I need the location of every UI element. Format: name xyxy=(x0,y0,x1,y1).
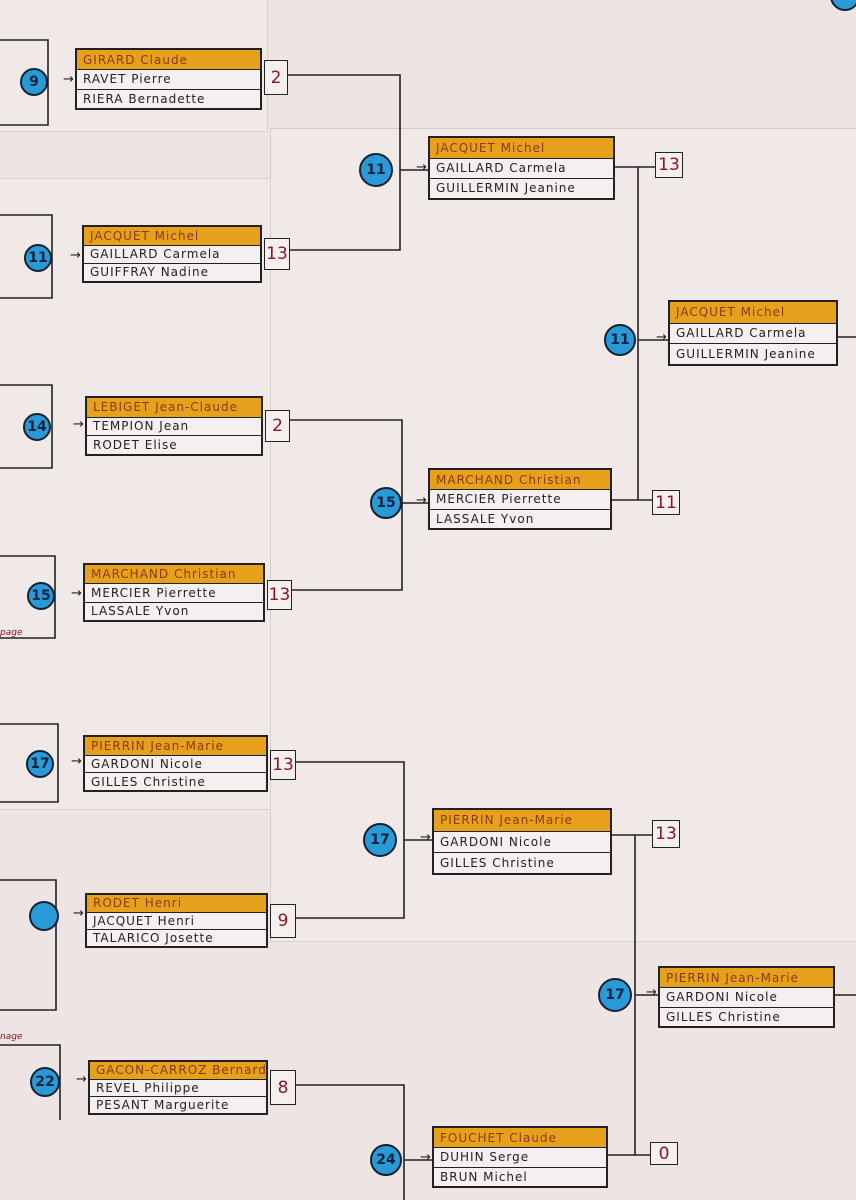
seed-circle: 22 xyxy=(30,1067,60,1097)
team-player: GARDONI Nicole xyxy=(434,830,610,852)
arrow-icon: → xyxy=(656,330,667,345)
match-score: 0 xyxy=(650,1142,678,1165)
arrow-icon: → xyxy=(76,1072,87,1087)
paper-sheet xyxy=(270,128,856,942)
team-player: GUILLERMIN Jeanine xyxy=(670,343,836,364)
arrow-icon: → xyxy=(63,72,74,87)
team-player: DUHIN Serge xyxy=(434,1147,606,1166)
team-captain: GACON-CARROZ Bernard xyxy=(90,1062,266,1079)
team-player: BRUN Michel xyxy=(434,1166,606,1186)
seed-circle xyxy=(29,901,59,931)
team-player: GILLES Christine xyxy=(660,1006,833,1026)
margin-note: page xyxy=(0,628,23,638)
seed-circle: 14 xyxy=(23,413,51,441)
arrow-icon: → xyxy=(416,493,427,508)
match-score: 11 xyxy=(652,490,680,515)
arrow-icon: → xyxy=(646,985,657,1000)
arrow-icon: → xyxy=(71,586,82,601)
team-captain: PIERRIN Jean-Marie xyxy=(434,810,610,831)
match-score: 13 xyxy=(267,580,292,610)
team-captain: FOUCHET Claude xyxy=(434,1128,606,1148)
team-player: GAILLARD Carmela xyxy=(430,157,613,178)
team-player: GAILLARD Carmela xyxy=(84,244,260,263)
team-captain: PIERRIN Jean-Marie xyxy=(660,968,833,988)
match-score: 13 xyxy=(264,238,290,270)
match-score: 13 xyxy=(270,750,296,780)
team-player: GARDONI Nicole xyxy=(660,987,833,1006)
seed-circle: 17 xyxy=(26,750,54,778)
arrow-icon: → xyxy=(416,160,427,175)
team-player: JACQUET Henri xyxy=(87,911,266,929)
arrow-icon: → xyxy=(70,248,81,263)
arrow-icon: → xyxy=(71,754,82,769)
team-player: RIERA Bernadette xyxy=(77,88,260,108)
seed-circle: 11 xyxy=(604,324,636,356)
team-player: GAILLARD Carmela xyxy=(670,322,836,344)
team-player: MERCIER Pierrette xyxy=(85,583,263,601)
team-player: RODET Elise xyxy=(87,435,261,454)
team-player: TEMPION Jean xyxy=(87,416,261,436)
paper-sheet xyxy=(0,178,272,810)
team-player: GARDONI Nicole xyxy=(85,754,266,773)
team-player: LASSALE Yvon xyxy=(430,508,610,528)
team-player: GUILLERMIN Jeanine xyxy=(430,177,613,198)
team-captain: LEBIGET Jean-Claude xyxy=(87,398,261,417)
team-player: REVEL Philippe xyxy=(90,1078,266,1096)
team-captain: JACQUET Michel xyxy=(84,227,260,245)
team-captain: GIRARD Claude xyxy=(77,50,260,70)
team-player: PESANT Marguerite xyxy=(90,1095,266,1113)
team-player: GILLES Christine xyxy=(434,851,610,873)
match-score: 2 xyxy=(264,60,288,95)
seed-circle: 15 xyxy=(370,487,402,519)
team-captain: RODET Henri xyxy=(87,895,266,912)
seed-circle: 17 xyxy=(363,823,397,857)
team-player: GILLES Christine xyxy=(85,772,266,790)
team-captain: PIERRIN Jean-Marie xyxy=(85,737,266,755)
arrow-icon: → xyxy=(420,830,431,845)
team-captain: JACQUET Michel xyxy=(430,138,613,158)
team-captain: JACQUET Michel xyxy=(670,302,836,323)
seed-circle: 11 xyxy=(359,153,393,187)
seed-circle: 24 xyxy=(370,1144,402,1176)
margin-note: nage xyxy=(0,1032,23,1042)
team-player: TALARICO Josette xyxy=(87,928,266,946)
match-score: 9 xyxy=(270,904,296,938)
arrow-icon: → xyxy=(73,417,84,432)
seed-circle: 9 xyxy=(20,68,48,96)
team-player: MERCIER Pierrette xyxy=(430,489,610,508)
seed-circle: 11 xyxy=(24,244,52,272)
arrow-icon: → xyxy=(420,1150,431,1165)
seed-circle: 15 xyxy=(27,582,55,610)
team-captain: MARCHAND Christian xyxy=(85,565,263,584)
team-captain: MARCHAND Christian xyxy=(430,470,610,490)
arrow-icon: → xyxy=(73,906,84,921)
match-score: 13 xyxy=(652,820,680,848)
match-score: 2 xyxy=(265,410,290,442)
seed-circle-partial xyxy=(830,0,856,11)
team-player: RAVET Pierre xyxy=(77,69,260,88)
seed-circle: 17 xyxy=(598,978,632,1012)
team-player: GUIFFRAY Nadine xyxy=(84,262,260,281)
match-score: 8 xyxy=(270,1070,296,1105)
match-score: 13 xyxy=(655,152,683,178)
team-player: LASSALE Yvon xyxy=(85,601,263,620)
